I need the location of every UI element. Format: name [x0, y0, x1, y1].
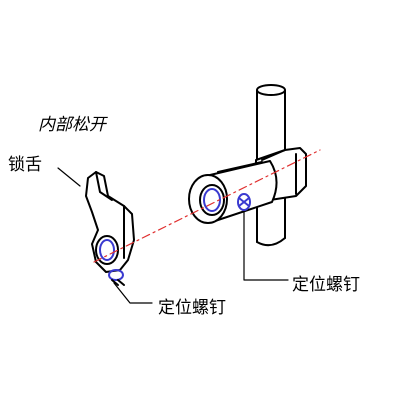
set-screw-left-icon	[108, 269, 125, 286]
set-screw-left-label: 定位螺钉	[158, 298, 226, 318]
lock-tongue-part	[85, 171, 135, 273]
cylinder-sleeve	[188, 160, 278, 224]
center-axis-line	[93, 149, 321, 263]
lock-tongue-label: 锁舌	[8, 155, 42, 175]
internal-release-label: 内部松开	[38, 115, 106, 135]
set-screw-right-label: 定位螺钉	[292, 275, 360, 295]
set-screw-right-icon	[237, 193, 251, 211]
leader-lines	[57, 167, 289, 304]
